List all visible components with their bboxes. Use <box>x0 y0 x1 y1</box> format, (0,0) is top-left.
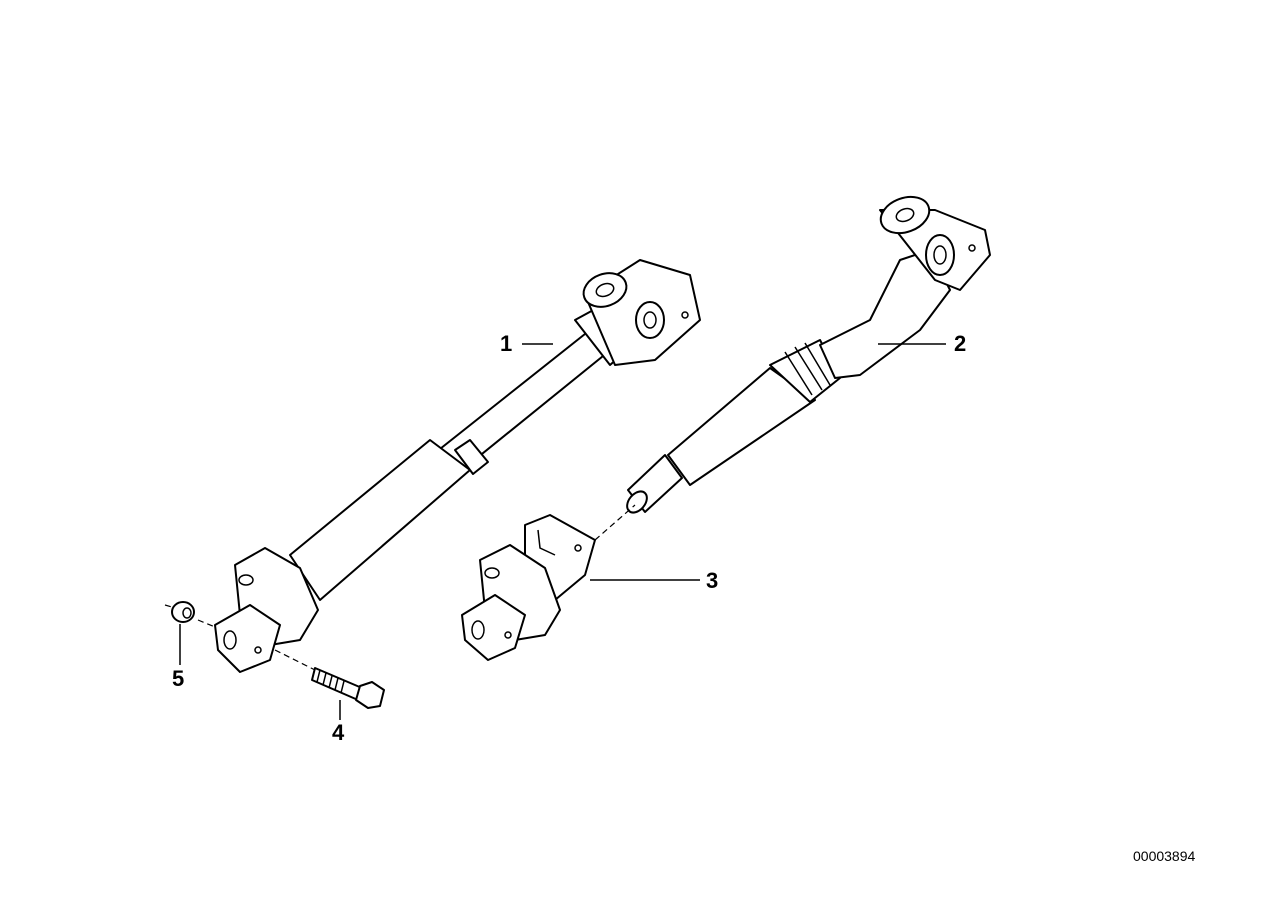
callout-5: 5 <box>172 666 185 691</box>
steering-shaft-2 <box>626 195 991 514</box>
callout-2: 2 <box>954 331 967 356</box>
nut-5 <box>164 601 216 628</box>
leader-lines <box>179 343 946 720</box>
universal-joint-3 <box>461 504 636 661</box>
bolt-4 <box>274 649 385 709</box>
callout-3: 3 <box>706 568 719 593</box>
steering-shaft-1 <box>214 259 701 673</box>
drawing-reference-number: 00003894 <box>1133 848 1196 864</box>
callout-4: 4 <box>332 720 345 745</box>
callout-1: 1 <box>500 331 513 356</box>
